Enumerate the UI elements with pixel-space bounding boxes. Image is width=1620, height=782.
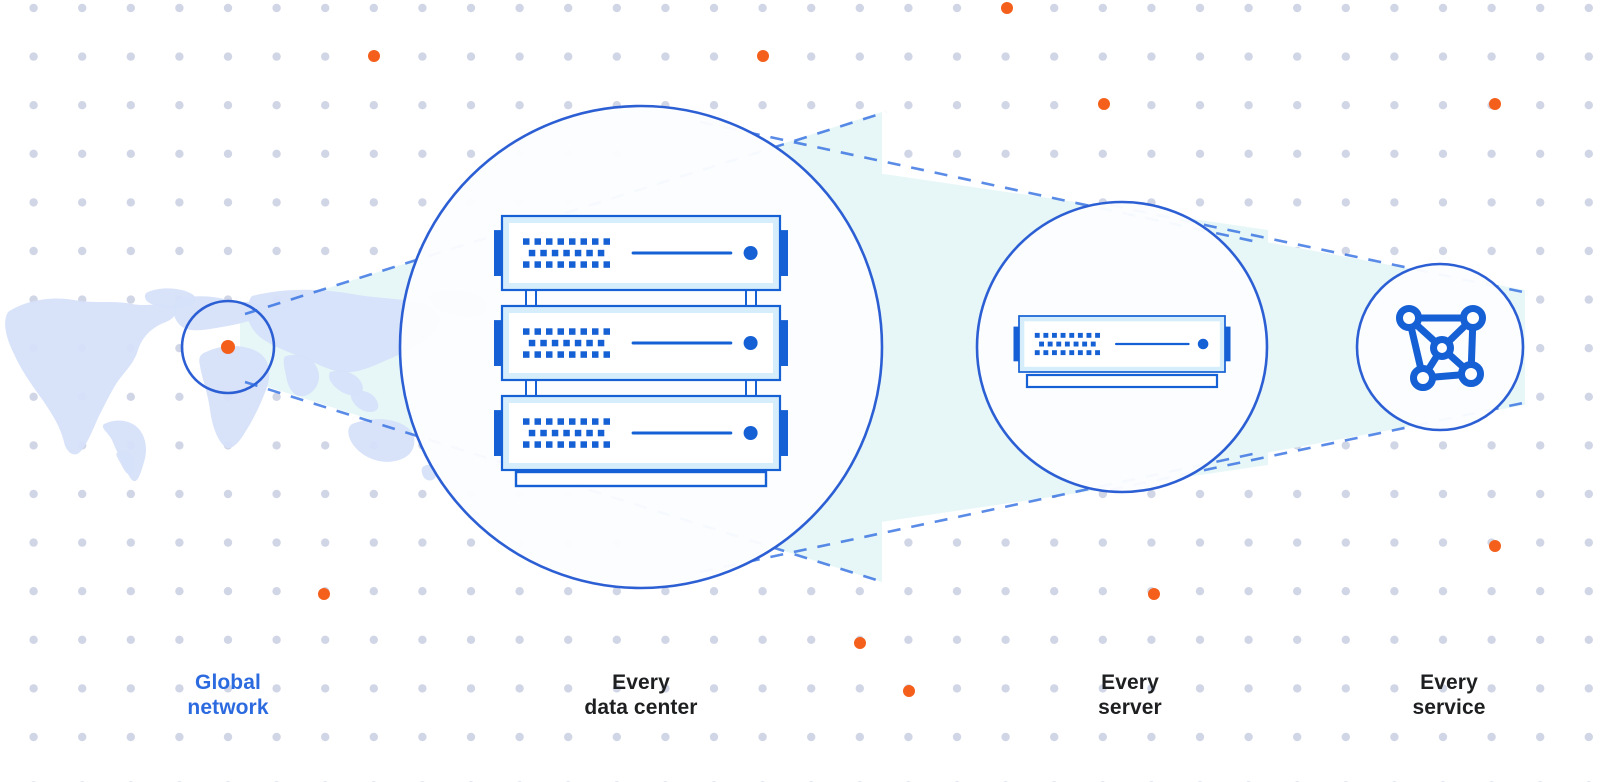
- orange-accent-dots: [222, 2, 1501, 697]
- world-map-icon: [5, 288, 488, 482]
- stage-icons: [494, 214, 1486, 488]
- stage-label-global-network: Global network: [187, 671, 269, 719]
- stage-label-every-service: Every service: [1412, 671, 1486, 719]
- stage-label-every-data-center: Every data center: [584, 671, 698, 719]
- stage-label-every-server: Every server: [1098, 671, 1162, 719]
